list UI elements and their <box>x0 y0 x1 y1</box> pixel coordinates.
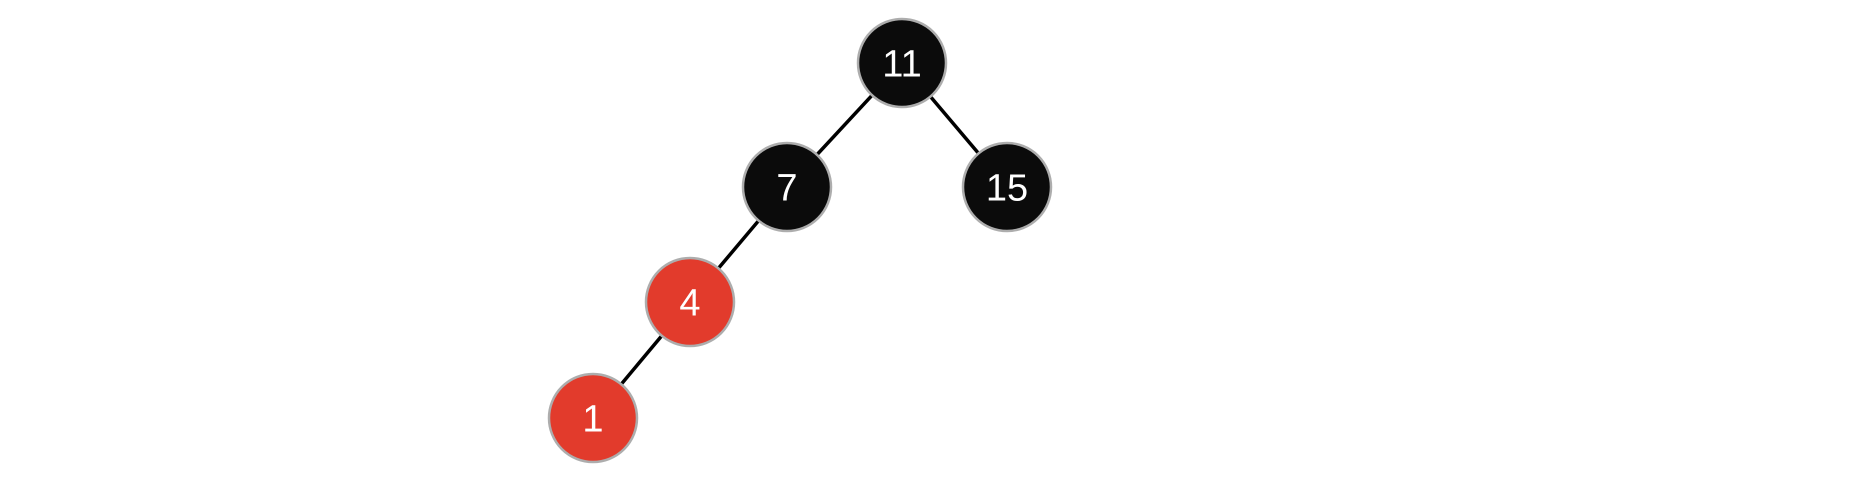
tree-node-circle-black <box>856 17 948 109</box>
tree-edges <box>591 61 1009 420</box>
tree-nodes: 117 15 41 <box>547 17 1053 464</box>
tree-node-circle-red <box>644 256 736 348</box>
tree-node-7: 7 <box>741 141 833 233</box>
tree-node-circle-red <box>547 372 639 464</box>
tree-node-1: 1 <box>547 372 639 464</box>
tree-node-11: 11 <box>856 17 948 109</box>
tree-node-15: 15 <box>961 141 1053 233</box>
tree-node-circle-black <box>741 141 833 233</box>
tree-node-4: 4 <box>644 256 736 348</box>
tree-node-circle-black <box>961 141 1053 233</box>
